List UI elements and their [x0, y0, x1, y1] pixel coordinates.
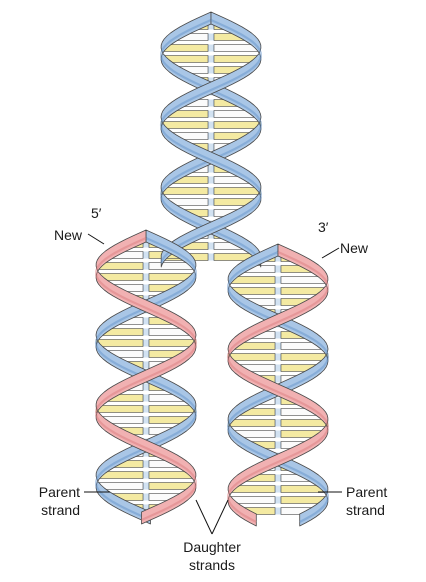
strand-shading [226, 250, 330, 523]
label-leader-lines [84, 233, 342, 535]
daughter-strands-label-line1: Daughter [183, 539, 241, 555]
strand-shading [159, 18, 263, 264]
base-right [280, 419, 329, 427]
base-right [148, 405, 197, 413]
base-right [213, 187, 262, 195]
new-strand-label-right: New [340, 240, 369, 256]
parent-strand-label-left-line1: Parent [39, 484, 80, 500]
daughter-strands-label-line2: strands [189, 557, 235, 573]
base-right [148, 339, 197, 347]
base-left [95, 339, 144, 347]
strand-shading [159, 18, 263, 264]
five-prime-label: 5′ [91, 205, 102, 221]
strand-shading [94, 236, 198, 522]
leader-line [87, 233, 105, 245]
strand-shading [226, 250, 330, 523]
helix-strands [94, 11, 330, 527]
base-left [227, 353, 276, 361]
base-left [160, 121, 209, 129]
leader-line [211, 499, 229, 535]
base-left [227, 419, 276, 427]
parent-strand [160, 11, 262, 268]
parent-strand-label-right-line1: Parent [346, 484, 387, 500]
leader-line [195, 499, 213, 535]
base-left [160, 187, 209, 195]
three-prime-label: 3′ [318, 219, 329, 235]
new-strand [95, 229, 197, 525]
new-strand [227, 243, 329, 527]
parent-strand [160, 11, 262, 268]
base-right [213, 121, 262, 129]
base-left [95, 405, 144, 413]
leader-line [321, 247, 340, 259]
parent-strand-label-right-line2: strand [346, 502, 385, 518]
parent-strand-label-left-line2: strand [41, 502, 80, 518]
new-strand-label-left: New [54, 227, 83, 243]
base-right [280, 353, 329, 361]
